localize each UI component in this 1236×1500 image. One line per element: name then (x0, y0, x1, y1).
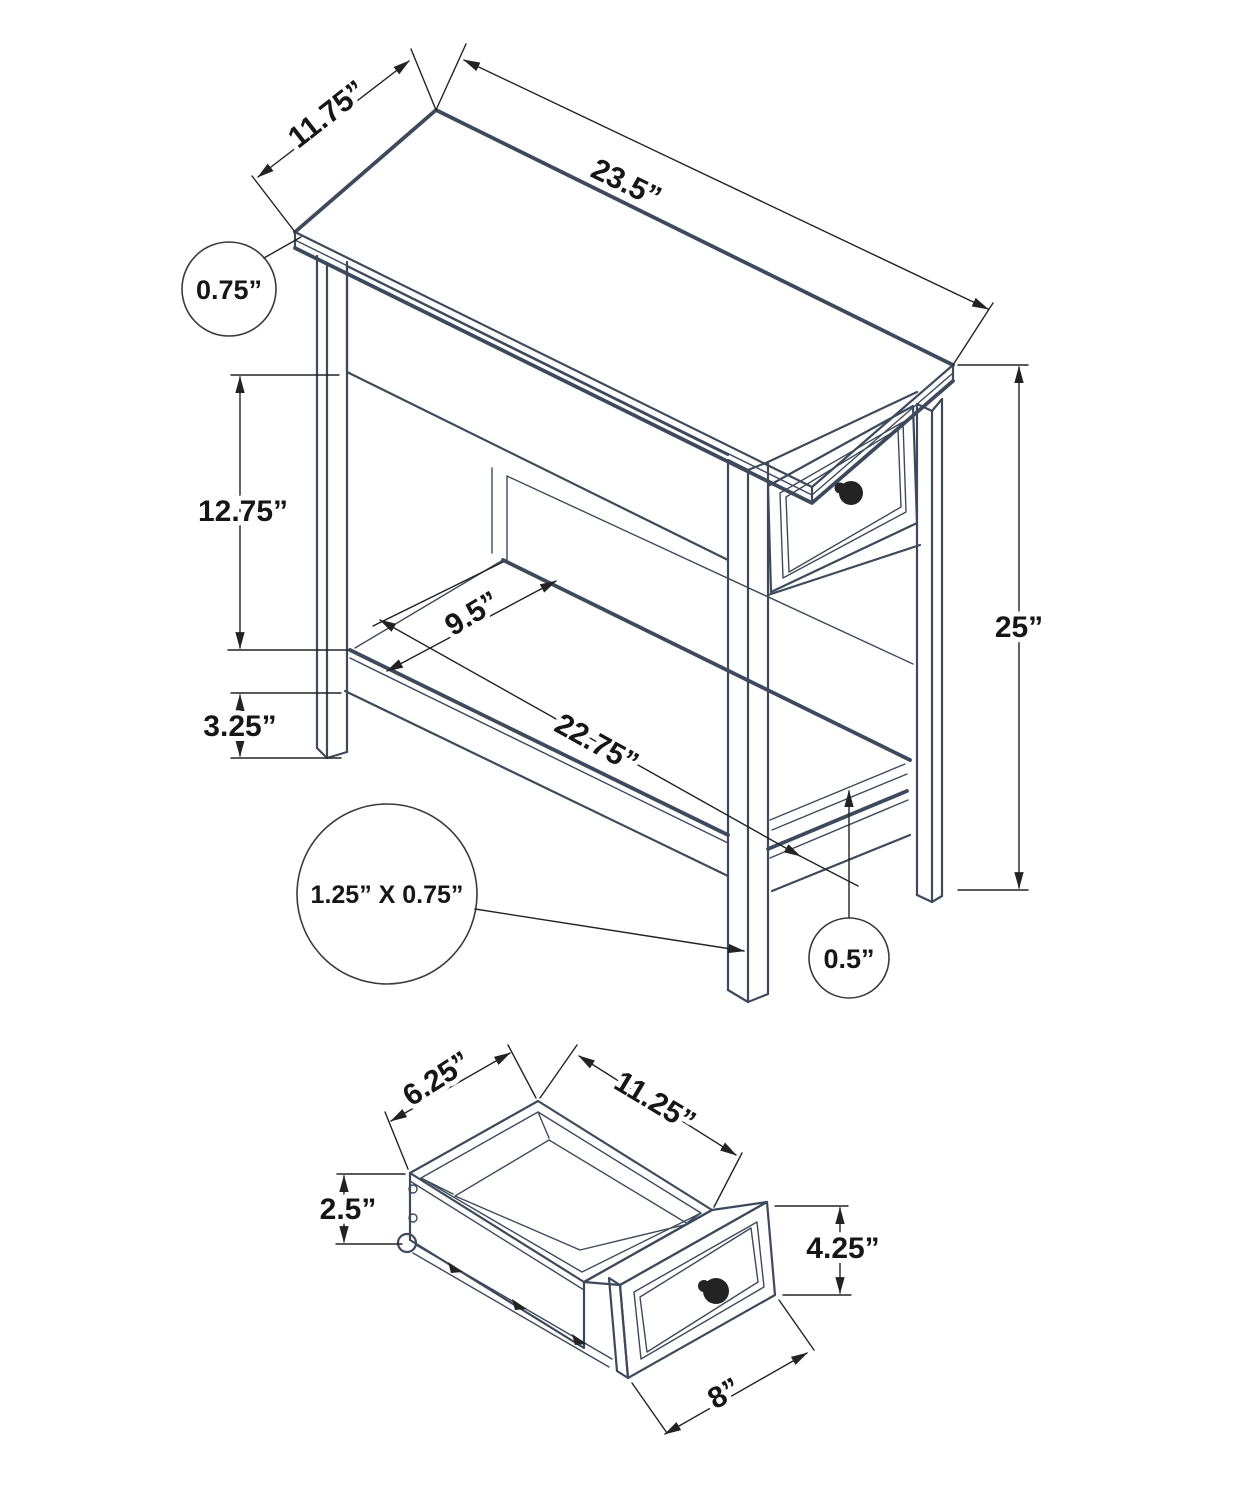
screw-hole (408, 1184, 418, 1194)
inner-width-dimension-line (390, 1052, 511, 1122)
top-thickness-callout: 0.75” (181, 236, 302, 337)
width-witness-lines (251, 48, 437, 233)
shelf-length-dimension-line (379, 619, 801, 857)
rear-right-leg (915, 397, 944, 904)
leg-section-label: 1.25” X 0.75” (311, 881, 464, 909)
overall-height-label: 25” (995, 611, 1043, 644)
drawer-knob (698, 1278, 729, 1304)
clearance-ticks (230, 692, 342, 759)
inner-width-witness-lines (384, 1044, 537, 1170)
drawer-slide-rail (396, 1232, 613, 1368)
shelf-depth-label: 9.5” (439, 585, 505, 642)
drawer-knob (834, 481, 863, 505)
top-thickness-label: 0.75” (196, 275, 262, 305)
open-height-ticks (227, 374, 349, 651)
drawer-end-face (766, 390, 922, 597)
drawer-drawing (396, 1099, 777, 1380)
shelf-thickness-callout: 0.5” (808, 789, 890, 999)
table-dimensions: 11.75” 23.5” 0.75” 12.75” 3.25” 9.5” 22.… (181, 43, 1048, 999)
leg-section-callout: 1.25” X 0.75” (296, 803, 746, 985)
length-witness-lines (435, 43, 994, 366)
front-width-witness-lines (631, 1299, 815, 1434)
drawer-front-panel (582, 1200, 777, 1380)
rear-left-leg (491, 467, 914, 665)
top-width-label: 11.75” (282, 74, 372, 154)
inner-length-dimension-line (578, 1055, 737, 1156)
height-ticks (957, 364, 1029, 891)
clearance-label: 3.25” (203, 710, 276, 743)
front-height-ticks (774, 1205, 852, 1296)
front-height-label: 4.25” (806, 1232, 879, 1265)
table-drawing (293, 108, 955, 1004)
drawer-box (408, 1099, 714, 1350)
side-height-label: 2.5” (320, 1193, 377, 1226)
drawer-dimensions: 6.25” 11.25” 2.5” 4.25” 8” (315, 1040, 885, 1435)
front-width-dimension-line (664, 1352, 808, 1435)
table-front-leg (726, 458, 770, 1004)
inner-width-label: 6.25” (397, 1045, 477, 1113)
shelf-thickness-label: 0.5” (823, 944, 874, 974)
width-dimension-line (257, 60, 410, 178)
lower-shelf (343, 558, 912, 893)
inner-length-witness-lines (539, 1044, 743, 1208)
side-apron-panel (345, 264, 730, 562)
open-height-label: 12.75” (198, 495, 288, 528)
inner-length-label: 11.25” (608, 1065, 701, 1139)
side-height-ticks (335, 1173, 406, 1245)
table-left-leg (315, 254, 349, 760)
screw-hole (408, 1213, 418, 1223)
length-dimension-line (463, 59, 989, 310)
